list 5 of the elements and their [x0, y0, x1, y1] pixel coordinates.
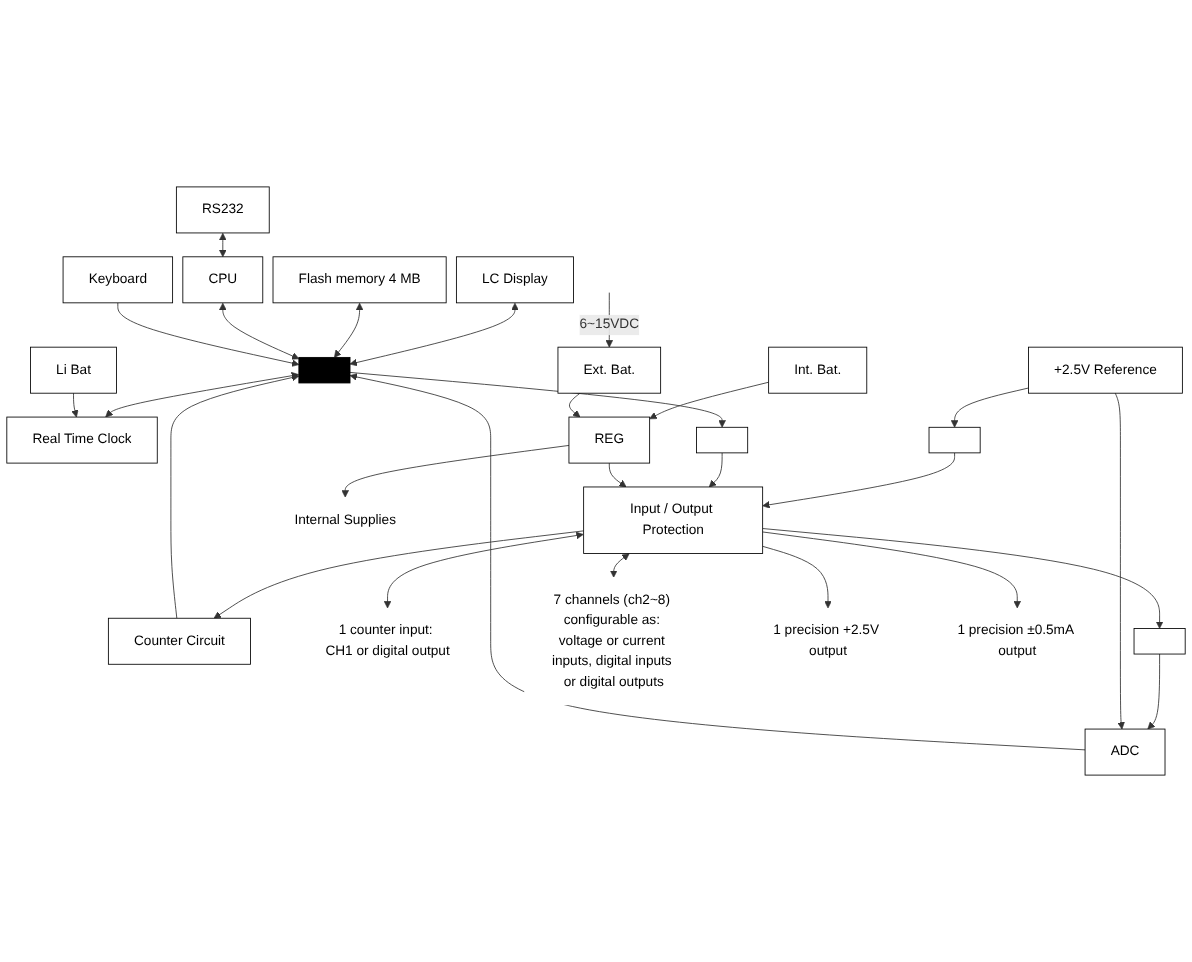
- arrow: [219, 232, 227, 258]
- node-box: [1133, 628, 1186, 655]
- node-box: [696, 426, 749, 454]
- node-box: [928, 426, 981, 454]
- node-bar: [298, 356, 351, 384]
